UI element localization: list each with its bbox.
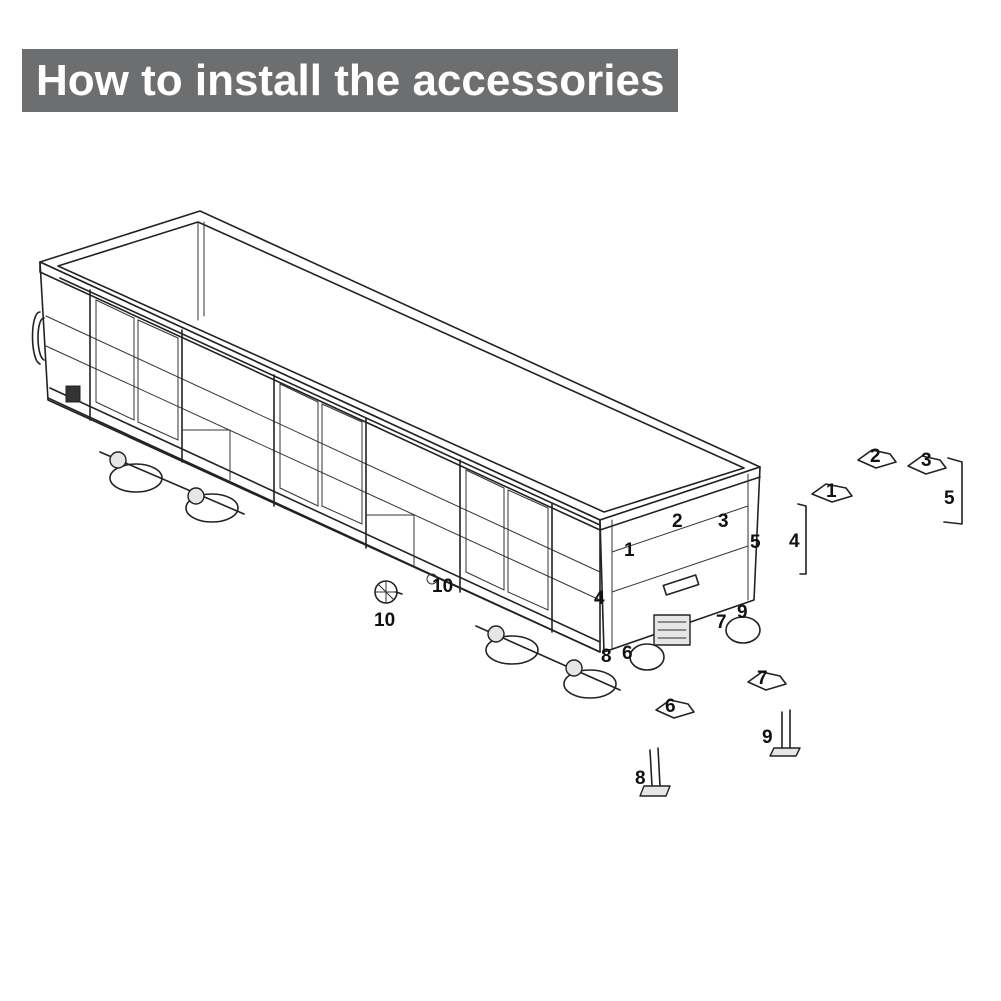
callout-part-2: 2 xyxy=(870,446,881,467)
car-interior xyxy=(57,221,745,513)
part-6-step xyxy=(655,699,695,719)
title-banner: How to install the accessories xyxy=(22,49,678,112)
callout-car-6: 6 xyxy=(622,643,633,664)
callout-part-1: 1 xyxy=(826,481,837,502)
callout-car-9: 9 xyxy=(737,602,748,623)
callout-car-10: 10 xyxy=(432,576,453,597)
callout-part-4: 4 xyxy=(789,531,800,552)
part-1-handle xyxy=(811,483,853,503)
callout-part-7: 7 xyxy=(757,668,768,689)
part-8-stand xyxy=(639,747,671,797)
callout-car-8: 8 xyxy=(601,646,612,667)
callout-part-8: 8 xyxy=(635,768,646,789)
part-2-handle xyxy=(857,449,897,469)
buffer-left xyxy=(629,643,665,671)
step-icon xyxy=(65,385,81,403)
callout-part-5: 5 xyxy=(944,488,955,509)
callout-part-6: 6 xyxy=(665,696,676,717)
callout-car-5: 5 xyxy=(750,532,761,553)
callout-car-4: 4 xyxy=(594,588,605,609)
part-7-step xyxy=(747,671,787,691)
callout-part-3: 3 xyxy=(921,450,932,471)
bogie-rear xyxy=(99,451,245,523)
part-4-rod xyxy=(797,503,807,575)
part-10-brake-wheel xyxy=(374,580,403,604)
buffer-right xyxy=(725,616,761,644)
callout-car-3: 3 xyxy=(718,511,729,532)
part-9-stand xyxy=(769,709,801,757)
callout-car-7: 7 xyxy=(716,612,727,633)
part-3-handle xyxy=(907,455,947,475)
callout-part-9: 9 xyxy=(762,727,773,748)
callout-labels: 1 2 3 4 5 6 7 8 9 10 1 2 3 4 5 6 7 8 9 1… xyxy=(374,446,955,789)
car-end-wall xyxy=(599,466,761,653)
bogie-front xyxy=(475,625,621,699)
callout-car-2: 2 xyxy=(672,511,683,532)
callout-car-1: 1 xyxy=(624,540,635,561)
gondola-car xyxy=(31,210,761,699)
part-5-bracket xyxy=(943,457,963,525)
callout-part-10: 10 xyxy=(374,610,395,631)
